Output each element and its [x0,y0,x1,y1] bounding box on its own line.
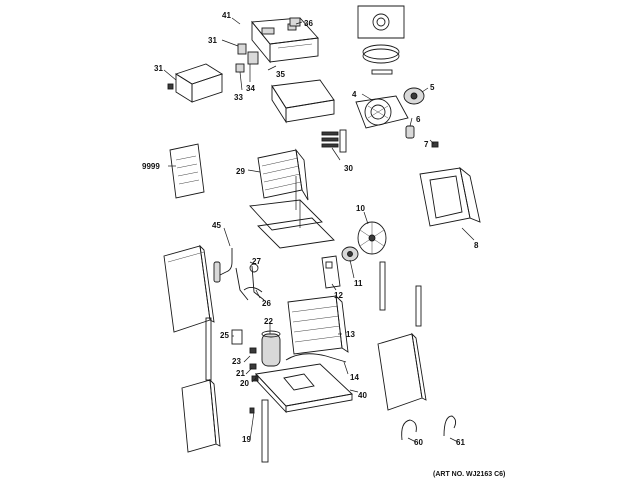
callout-22: 22 [264,317,273,326]
top-plate-part [357,5,405,39]
grille-frame-part [419,166,481,227]
leader-lines [163,17,475,443]
blower-motor-part [403,87,425,105]
relay-part [289,17,301,27]
callout-27: 27 [252,257,261,266]
art-number-label: (ART NO. WJ2163 C6) [433,471,506,478]
callout-9999: 9999 [142,162,160,171]
callout-21: 21 [236,369,245,378]
discharge-tube-part [285,353,347,363]
capacitor-part [405,125,415,139]
callout-13: 13 [346,330,355,339]
evaporator-coil-part [257,148,309,201]
left-side-panel-part [163,244,215,333]
callout-41: 41 [222,11,231,20]
callout-23: 23 [232,357,241,366]
condenser-coil-part [287,294,349,355]
terminal-block-part [247,51,259,65]
callout-36: 36 [304,19,313,28]
right-side-panel-part [377,332,427,411]
callout-14: 14 [350,373,359,382]
callout-45: 45 [212,221,221,230]
callout-12: 12 [334,291,343,300]
callout-30: 30 [344,164,353,173]
tray-part [271,79,335,124]
callout-10: 10 [356,204,365,213]
callout-33: 33 [234,93,243,102]
callout-4: 4 [352,90,357,99]
callout-61: 61 [456,438,465,447]
front-panel-part [181,378,221,453]
callout-26: 26 [262,299,271,308]
tubing-part [213,248,265,301]
callout-29: 29 [236,167,245,176]
heater-element-part [321,129,347,153]
callout-40: 40 [358,391,367,400]
clip-part [431,141,439,148]
overload-part [231,329,243,345]
right-post-part [379,261,422,327]
callout-labels: 41 36 31 31 35 34 33 4 5 6 7 9999 29 30 … [142,11,479,447]
wire-cover-part [167,63,224,103]
callout-11: 11 [354,279,363,288]
switch-part [235,43,247,73]
callout-6: 6 [416,115,421,124]
base-pan-part [255,363,353,414]
fan-blade-part [357,221,387,255]
callout-35: 35 [276,70,285,79]
fan-motor-part [341,246,359,262]
callout-8: 8 [474,241,479,250]
grommet-part [249,347,259,382]
control-box-part [251,17,319,64]
callout-34: 34 [246,84,255,93]
callout-7: 7 [424,140,429,149]
corner-post-part [205,317,269,463]
motor-bracket-part [321,255,341,289]
partition-part [249,176,335,249]
callout-31: 31 [208,36,217,45]
compressor-part [261,330,281,367]
callout-5: 5 [430,83,435,92]
callout-25: 25 [220,331,229,340]
hose-part [401,415,457,441]
callout-20: 20 [240,379,249,388]
blower-housing-part [355,69,409,129]
manual-part [169,143,205,199]
callout-31-left: 31 [154,64,163,73]
callout-60: 60 [414,438,423,447]
duct-ring-part [362,44,400,64]
callout-19: 19 [242,435,251,444]
